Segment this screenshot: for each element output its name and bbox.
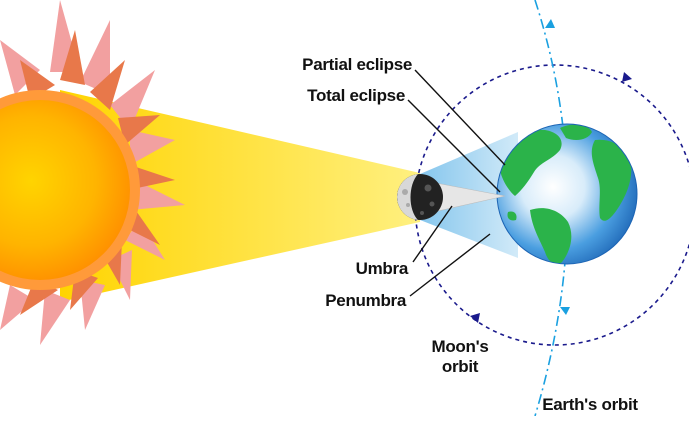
label-earths-orbit: Earth's orbit bbox=[542, 395, 638, 414]
label-umbra: Umbra bbox=[356, 259, 409, 278]
earth-orbit-arrow-lower bbox=[560, 307, 570, 315]
earth bbox=[496, 123, 638, 265]
label-moons-orbit-line2: orbit bbox=[442, 357, 479, 376]
label-partial-eclipse: Partial eclipse bbox=[302, 55, 412, 74]
orbit-arrow-bottom bbox=[470, 313, 480, 323]
sun-outer-rays bbox=[0, 0, 185, 345]
orbit-arrow-top bbox=[622, 72, 632, 82]
sun bbox=[0, 0, 185, 345]
moon bbox=[397, 174, 443, 220]
sun-disk bbox=[0, 100, 130, 280]
pointer-lines bbox=[407, 69, 506, 297]
umbra-pointer bbox=[412, 205, 453, 263]
total-eclipse-pointer bbox=[407, 99, 501, 193]
partial-eclipse-pointer bbox=[414, 69, 506, 166]
moons-orbit bbox=[414, 64, 689, 346]
label-moons-orbit-line1: Moon's bbox=[431, 337, 488, 356]
earth-orbit-arrow bbox=[545, 19, 555, 28]
penumbra-pointer bbox=[409, 233, 491, 297]
label-total-eclipse: Total eclipse bbox=[307, 86, 405, 105]
label-penumbra: Penumbra bbox=[325, 291, 407, 310]
